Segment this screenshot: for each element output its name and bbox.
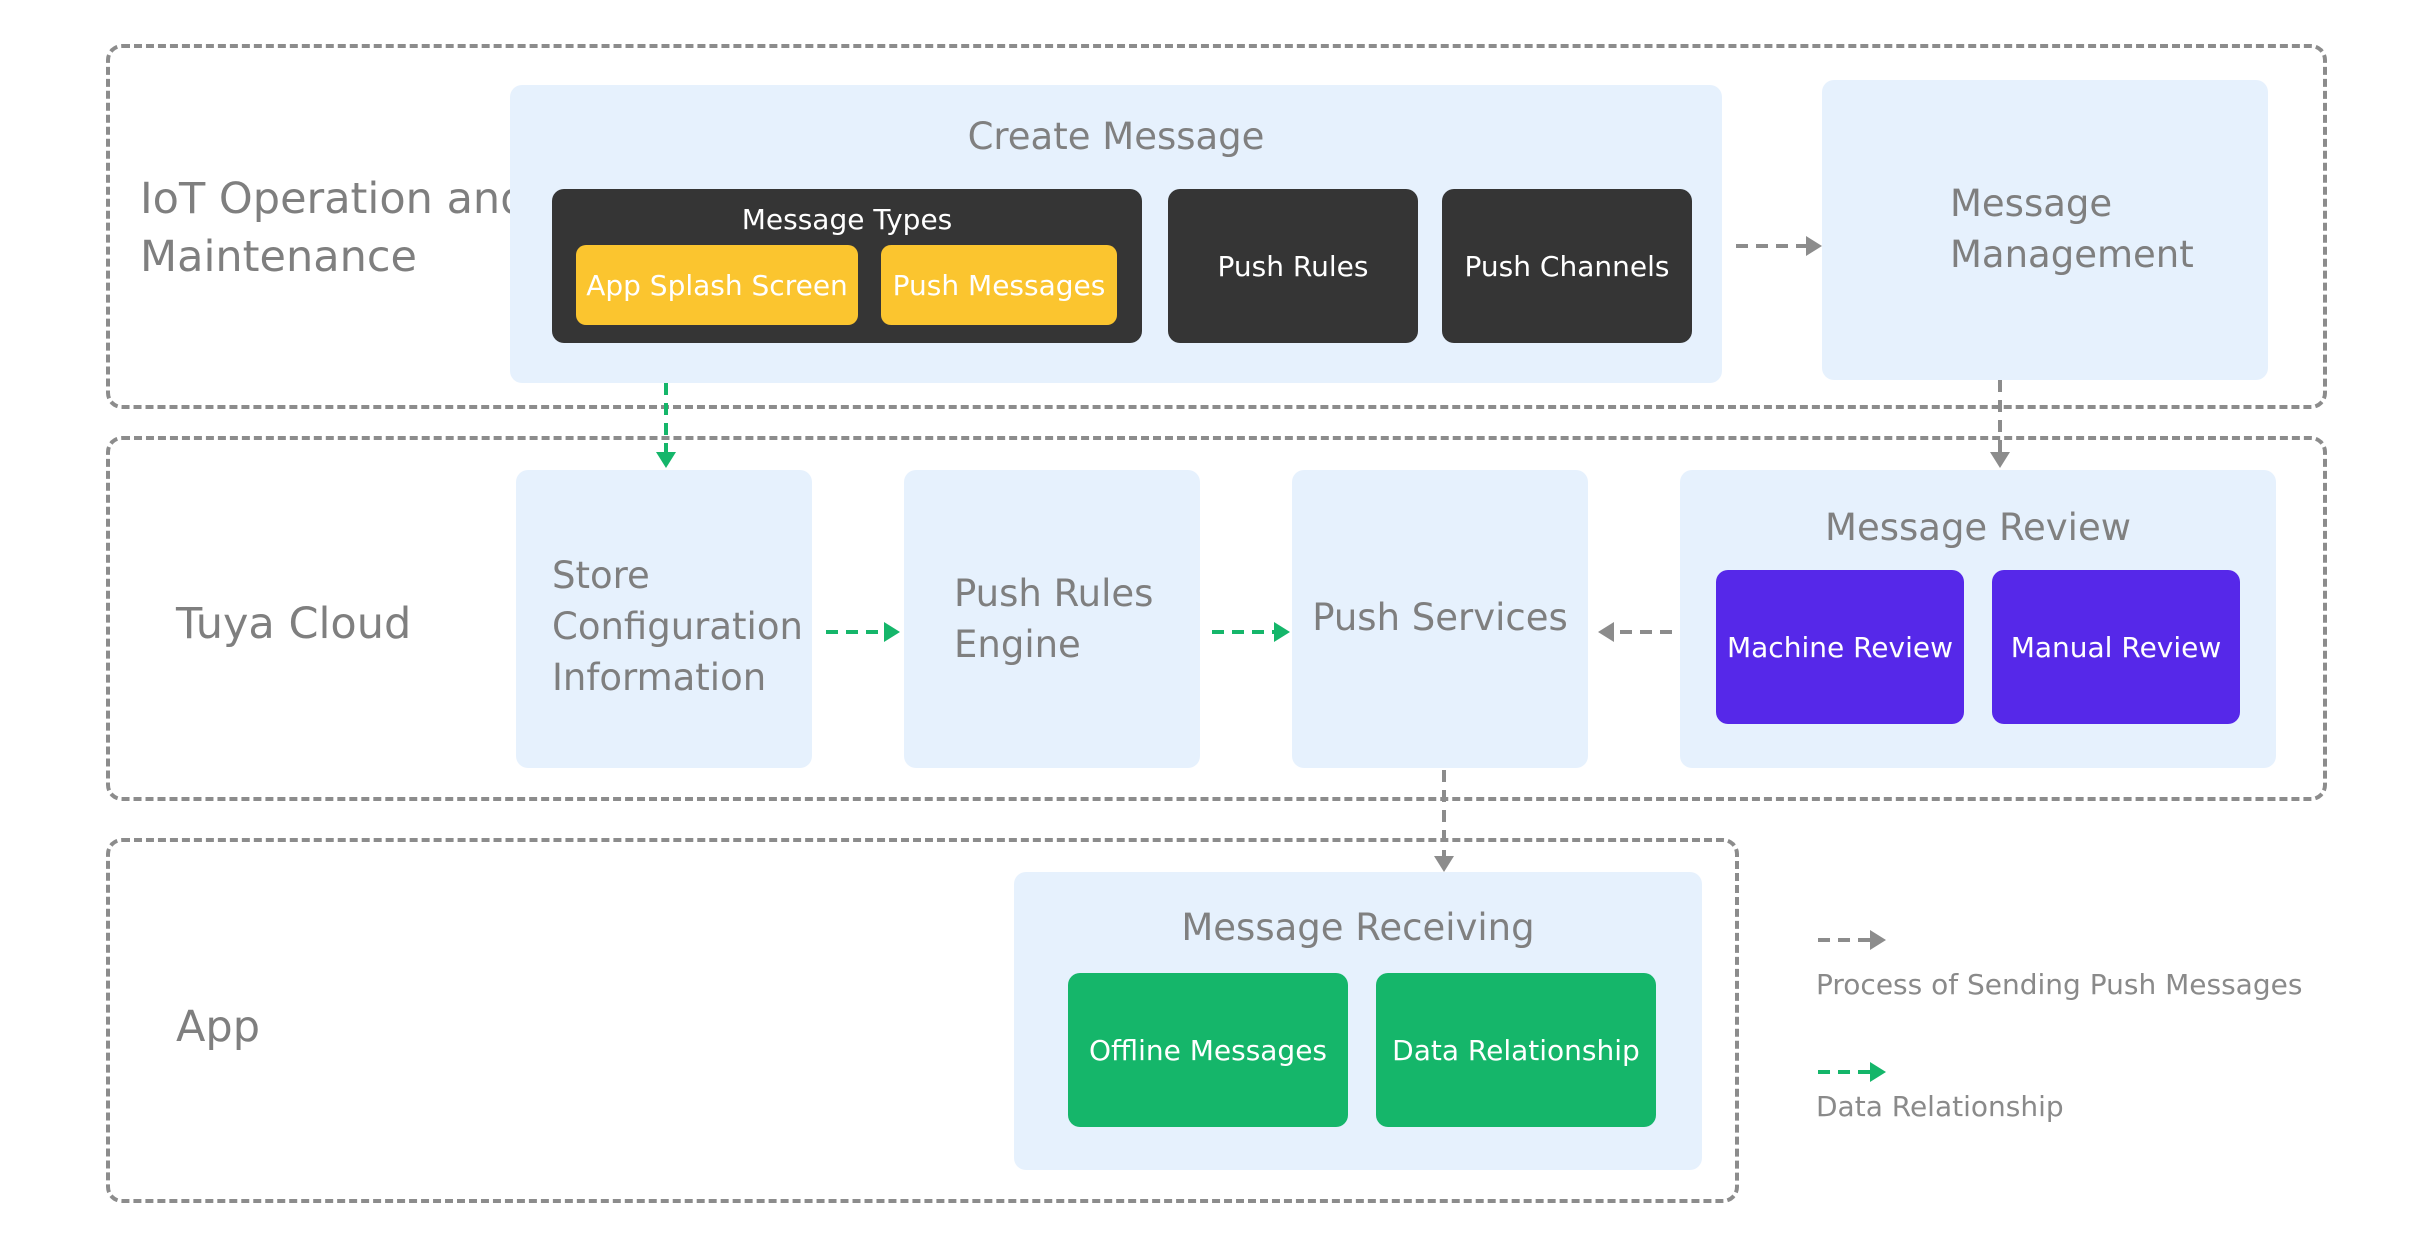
- arrowhead-create-to-management: [1806, 236, 1822, 256]
- store-configuration-label: Store Configuration Information: [552, 554, 803, 699]
- create-message-title: Create Message: [967, 115, 1265, 158]
- legend-process-arrowhead: [1870, 930, 1886, 950]
- region-title-cloud: Tuya Cloud: [176, 599, 412, 649]
- offline-messages-chip: Offline Messages: [1068, 973, 1348, 1127]
- arrowhead-engine-to-services: [1274, 622, 1290, 642]
- legend-process-label: Process of Sending Push Messages: [1816, 968, 2303, 1001]
- push-rules-engine-label: Push Rules Engine: [954, 572, 1154, 666]
- manual-review-chip: Manual Review: [1992, 570, 2240, 724]
- store-configuration-panel: Store Configuration Information: [516, 470, 812, 768]
- app-splash-screen-chip: App Splash Screen: [576, 245, 858, 325]
- message-receiving-title: Message Receiving: [1181, 906, 1535, 949]
- message-review-panel: Message Review Machine Review Manual Rev…: [1680, 470, 2276, 768]
- message-review-title: Message Review: [1825, 506, 2131, 549]
- region-title-app: App: [176, 1002, 261, 1052]
- data-relationship-chip: Data Relationship: [1376, 973, 1656, 1127]
- message-types-title: Message Types: [741, 203, 953, 236]
- region-tuya-cloud: [106, 436, 2327, 801]
- arrowhead-create-to-store: [656, 452, 676, 468]
- legend-data-label: Data Relationship: [1816, 1090, 2064, 1123]
- legend-data-arrowhead: [1870, 1062, 1886, 1082]
- push-channels-chip: Push Channels: [1442, 189, 1692, 343]
- arrowhead-management-to-review: [1990, 452, 2010, 468]
- arrowhead-review-to-services: [1598, 622, 1614, 642]
- arrowhead-store-to-engine: [884, 622, 900, 642]
- push-rules-chip: Push Rules: [1168, 189, 1418, 343]
- message-types-box: Message Types App Splash Screen Push Mes…: [552, 189, 1142, 343]
- create-message-panel: Create Message Message Types App Splash …: [510, 85, 1722, 383]
- message-management-label: Message Management: [1950, 182, 2194, 276]
- push-services-panel: Push Services: [1292, 470, 1588, 768]
- region-title-iot: IoT Operation and Maintenance: [140, 174, 528, 282]
- push-rules-engine-panel: Push Rules Engine: [904, 470, 1200, 768]
- message-receiving-panel: Message Receiving Offline Messages Data …: [1014, 872, 1702, 1170]
- message-management-panel: Message Management: [1822, 80, 2268, 380]
- push-services-label: Push Services: [1312, 596, 1568, 639]
- region-iot-operation: [106, 44, 2327, 409]
- region-app: [106, 838, 1739, 1203]
- push-messages-chip: Push Messages: [881, 245, 1117, 325]
- arrowhead-services-to-receiving: [1434, 856, 1454, 872]
- machine-review-chip: Machine Review: [1716, 570, 1964, 724]
